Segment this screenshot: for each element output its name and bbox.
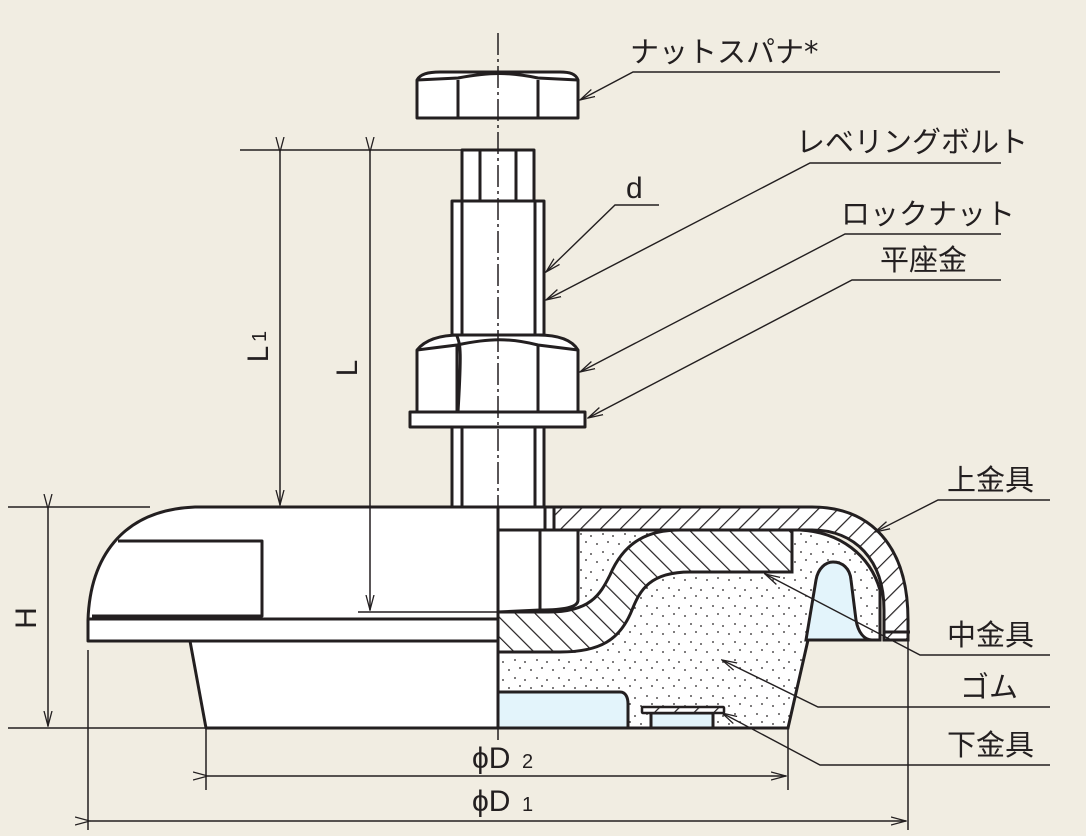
label-middle-fitting: 中金具 (947, 618, 1034, 652)
dim-H-label: H (10, 607, 43, 629)
base-exterior-left (86, 505, 500, 730)
base-section-right (496, 505, 910, 730)
label-rubber: ゴム (960, 670, 1018, 704)
dim-L1-subscript: 1 (249, 331, 271, 342)
label-leveling-bolt: レベリングボルト (796, 125, 1028, 159)
dim-L-label: L (331, 360, 364, 377)
rubber-void-bottom (496, 690, 630, 730)
label-upper-fitting: 上金具 (947, 463, 1034, 497)
label-flat-washer: 平座金 (880, 243, 967, 277)
dimension-lines (8, 150, 909, 830)
dim-d-label: d (626, 172, 643, 205)
dim-H: H (10, 607, 43, 629)
dim-D2-label: ϕD (472, 742, 510, 775)
dim-L1: L 1 (242, 331, 275, 362)
nut-spanner (415, 70, 580, 120)
middle-fitting (496, 528, 794, 654)
label-nut-spanner: ナットスパナ* (630, 35, 819, 69)
dim-D1-label: ϕD (472, 785, 510, 818)
dim-L: L (331, 360, 364, 377)
rubber-void-right (804, 560, 873, 642)
label-lower-fitting: 下金具 (947, 728, 1034, 762)
dim-D1-subscript: 1 (522, 794, 533, 816)
dim-D2-subscript: 2 (522, 751, 533, 773)
label-lock-nut: ロックナット (841, 197, 1015, 231)
leader-lines (546, 71, 1050, 766)
lower-fitting (640, 705, 726, 730)
dim-L1-label: L (242, 346, 275, 363)
